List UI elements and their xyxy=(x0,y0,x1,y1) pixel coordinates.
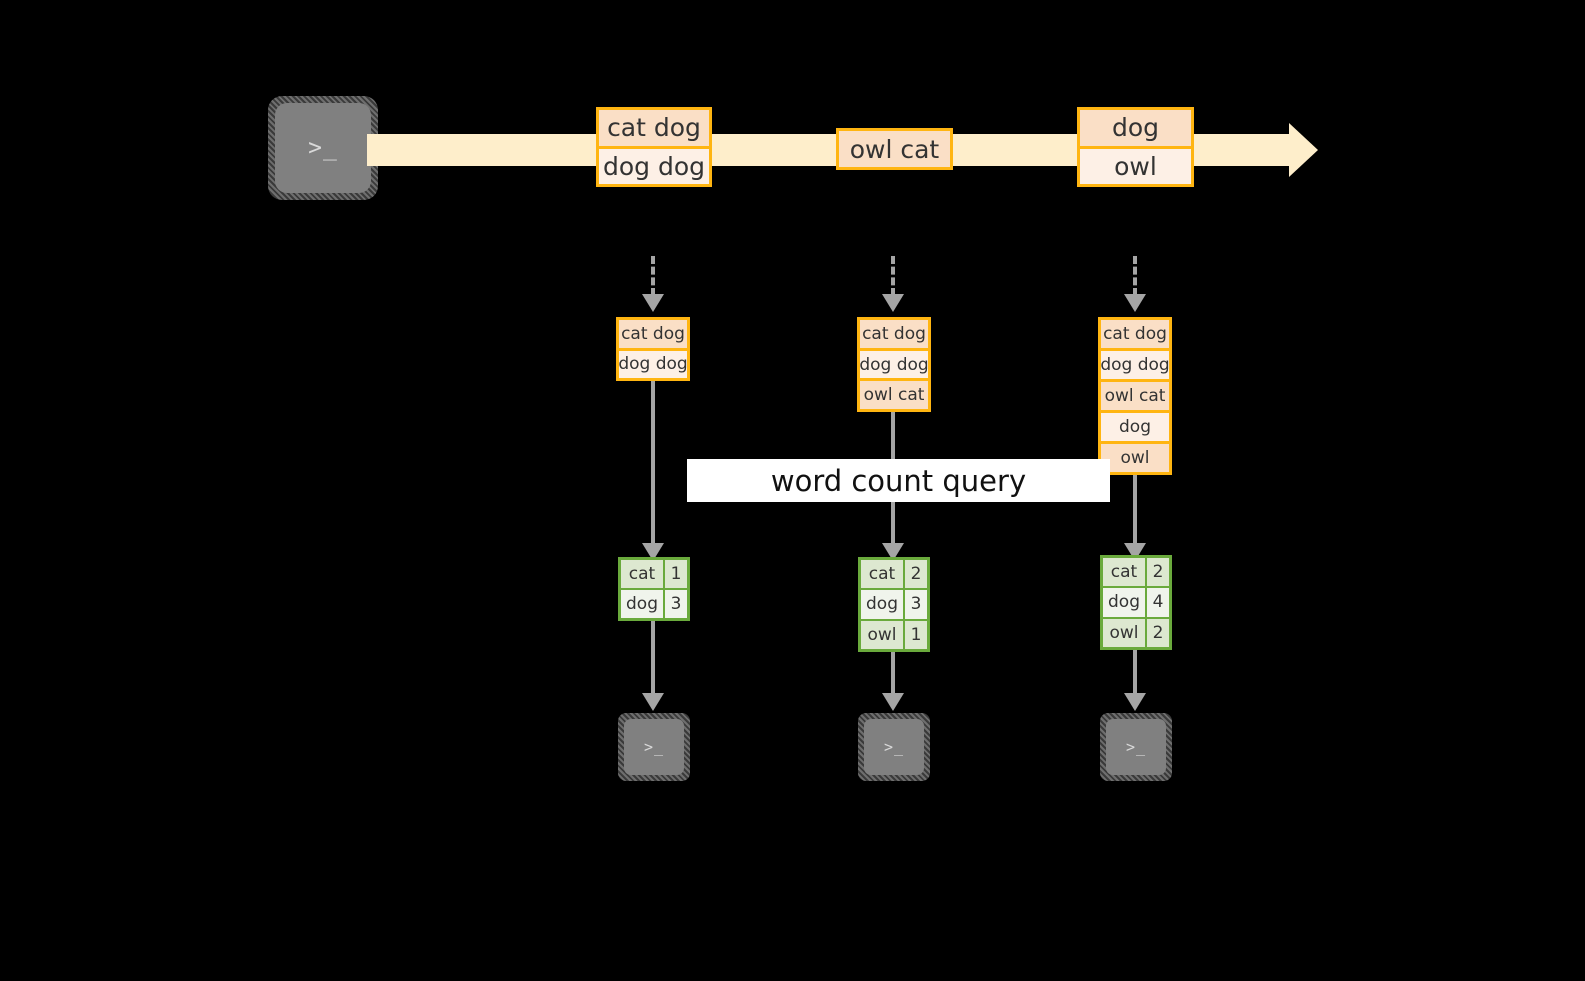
terminal-prompt-glyph: >_ xyxy=(883,737,905,756)
snapshot-2-inflow-line xyxy=(891,256,895,296)
input-line: dog dog xyxy=(618,347,688,378)
snapshot-3-query-line xyxy=(1133,475,1137,549)
snapshot-1-inflow-line xyxy=(651,256,655,296)
result-count: 4 xyxy=(1147,588,1169,617)
snapshot-2-sink-arrowhead-icon xyxy=(882,693,904,711)
terminal-screen: >_ xyxy=(275,103,371,193)
input-line: cat dog xyxy=(1101,320,1169,348)
stream-arrowhead-icon xyxy=(1289,123,1318,177)
snapshot-1-result-table: cat 1 dog 3 xyxy=(618,557,690,621)
snapshot-3-input-box: cat dog dog dog owl cat dog owl xyxy=(1098,317,1172,475)
table-row: dog 3 xyxy=(861,588,927,619)
snapshot-3-sink-line xyxy=(1133,650,1137,699)
table-row: owl 2 xyxy=(1103,616,1169,647)
result-word: cat xyxy=(1103,558,1147,587)
input-line: owl cat xyxy=(1101,379,1169,410)
input-line: owl xyxy=(1101,441,1169,472)
table-row: cat 2 xyxy=(1103,558,1169,587)
snapshot-2-sink-terminal-icon: >_ xyxy=(858,713,930,781)
snapshot-3-sink-arrowhead-icon xyxy=(1124,693,1146,711)
result-count: 1 xyxy=(905,620,927,649)
table-row: cat 1 xyxy=(621,560,687,588)
table-row: cat 2 xyxy=(861,560,927,589)
result-count: 1 xyxy=(665,560,687,588)
terminal-screen: >_ xyxy=(864,719,924,775)
input-line: cat dog xyxy=(860,320,928,348)
input-line: dog dog xyxy=(1100,348,1170,379)
record-line: cat dog xyxy=(599,110,709,146)
result-count: 2 xyxy=(1147,618,1169,647)
stream-record-1: cat dog dog dog xyxy=(596,107,712,187)
result-word: dog xyxy=(621,590,665,618)
result-word: owl xyxy=(861,620,905,649)
snapshot-2-result-table: cat 2 dog 3 owl 1 xyxy=(858,557,930,652)
snapshot-2-sink-line xyxy=(891,652,895,699)
snapshot-1-query-arrowhead-icon xyxy=(642,543,664,561)
record-line: dog dog xyxy=(599,145,709,184)
input-line: dog dog xyxy=(859,347,929,379)
result-count: 2 xyxy=(1147,558,1169,587)
snapshot-1-sink-line xyxy=(651,621,655,699)
table-row: dog 4 xyxy=(1103,586,1169,617)
input-line: cat dog xyxy=(619,320,687,348)
input-line: owl cat xyxy=(860,378,928,410)
snapshot-3-result-table: cat 2 dog 4 owl 2 xyxy=(1100,555,1172,650)
record-line: owl xyxy=(1080,145,1191,184)
snapshot-1-sink-arrowhead-icon xyxy=(642,693,664,711)
result-word: cat xyxy=(861,560,905,589)
terminal-prompt-glyph: >_ xyxy=(308,134,338,161)
snapshot-1-query-line xyxy=(651,381,655,549)
query-banner-label: word count query xyxy=(687,459,1110,502)
snapshot-1-sink-terminal-icon: >_ xyxy=(618,713,690,781)
result-word: cat xyxy=(621,560,665,588)
terminal-prompt-glyph: >_ xyxy=(1125,737,1147,756)
snapshot-3-inflow-line xyxy=(1133,256,1137,296)
result-word: dog xyxy=(861,590,905,619)
record-line: dog xyxy=(1080,110,1191,146)
table-row: owl 1 xyxy=(861,618,927,649)
terminal-prompt-glyph: >_ xyxy=(643,737,665,756)
result-word: dog xyxy=(1103,588,1147,617)
snapshot-3-sink-terminal-icon: >_ xyxy=(1100,713,1172,781)
snapshot-3-inflow-arrowhead-icon xyxy=(1124,294,1146,312)
table-row: dog 3 xyxy=(621,588,687,618)
snapshot-1-input-box: cat dog dog dog xyxy=(616,317,690,381)
record-line: owl cat xyxy=(839,131,950,167)
stream-record-3: dog owl xyxy=(1077,107,1194,187)
source-terminal-icon: >_ xyxy=(268,96,378,200)
snapshot-1-inflow-arrowhead-icon xyxy=(642,294,664,312)
result-word: owl xyxy=(1103,618,1147,647)
result-count: 3 xyxy=(905,590,927,619)
result-count: 3 xyxy=(665,590,687,618)
terminal-screen: >_ xyxy=(624,719,684,775)
snapshot-2-input-box: cat dog dog dog owl cat xyxy=(857,317,931,412)
stream-record-2: owl cat xyxy=(836,128,953,170)
terminal-screen: >_ xyxy=(1106,719,1166,775)
snapshot-2-query-arrowhead-icon xyxy=(882,543,904,561)
snapshot-2-inflow-arrowhead-icon xyxy=(882,294,904,312)
result-count: 2 xyxy=(905,560,927,589)
input-line: dog xyxy=(1101,410,1169,441)
